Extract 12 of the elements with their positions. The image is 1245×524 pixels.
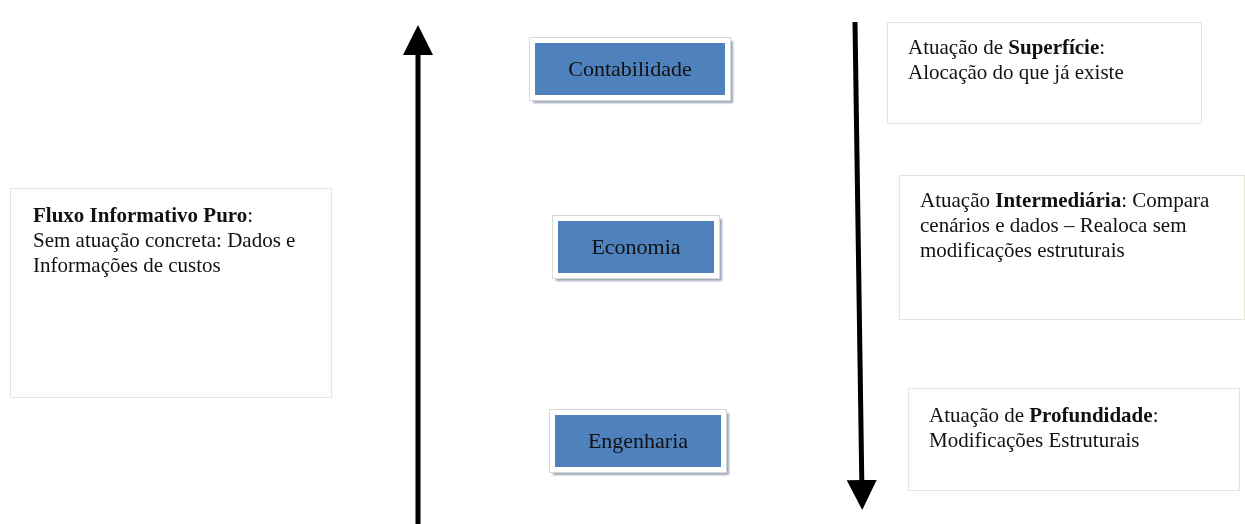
description-text: Atuação Intermediária: Compara cenários e dados – Realoca sem modificações estruturais — [920, 188, 1211, 263]
description-text: Fluxo Informativo Puro: — [33, 203, 255, 228]
description-text: Atuação de Profundidade: Modificações Estruturais — [929, 403, 1160, 453]
box-label: Engenharia — [587, 428, 689, 454]
text-box — [887, 22, 1202, 124]
text-box — [10, 188, 332, 398]
description-text: Atuação de Superfície: Alocação do que já existe — [908, 35, 1125, 85]
text-box — [908, 388, 1240, 491]
text-box — [899, 175, 1245, 320]
description-text: Sem atuação concreta: Dados e Informações de custos — [33, 228, 297, 278]
box-label: Contabilidade — [568, 56, 692, 82]
box-label: Economia — [591, 234, 681, 260]
